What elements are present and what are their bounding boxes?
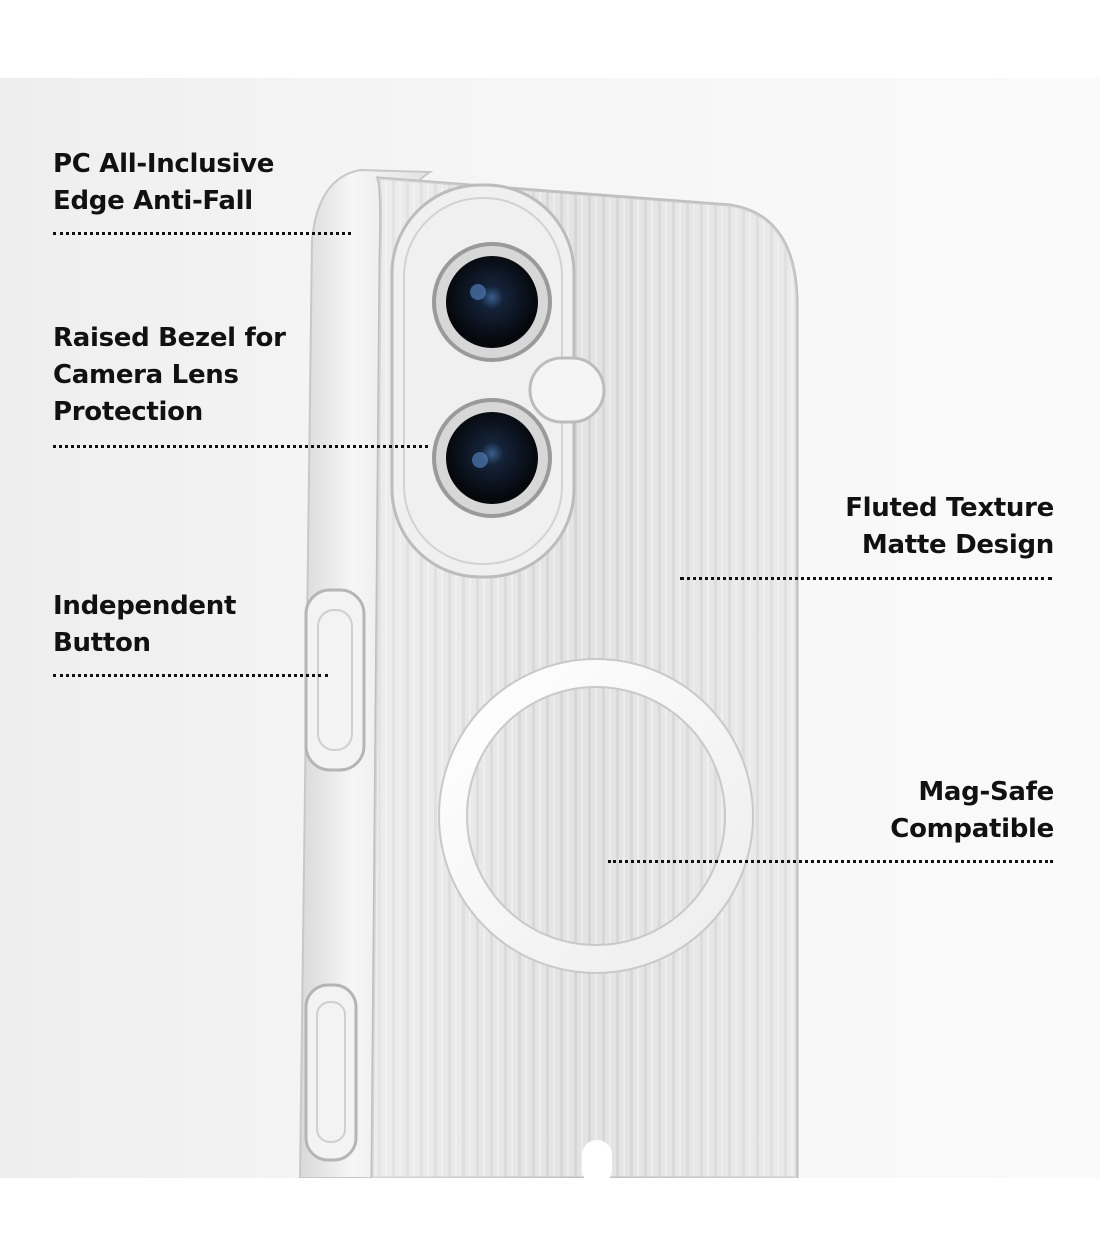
- callout-edge-leader: [53, 232, 351, 235]
- callout-button-line-2: Button: [53, 628, 151, 658]
- callout-magsafe-line-2: Compatible: [890, 814, 1054, 844]
- side-button-lower: [304, 983, 358, 1162]
- callout-magsafe-line-1: Mag-Safe: [918, 777, 1054, 807]
- callout-button-label: Independent Button: [53, 588, 236, 662]
- magsafe-ring: [439, 659, 753, 973]
- callout-edge-label: PC All-Inclusive Edge Anti-Fall: [53, 146, 274, 220]
- callout-bezel-line-1: Raised Bezel for: [53, 323, 286, 353]
- callout-edge-line-2: Edge Anti-Fall: [53, 186, 253, 216]
- callout-bezel-leader: [53, 445, 428, 448]
- callout-texture-leader: [680, 577, 1052, 580]
- callout-button-leader: [53, 674, 328, 677]
- callout-bezel-line-2: Camera Lens: [53, 360, 239, 390]
- callout-bezel-label: Raised Bezel for Camera Lens Protection: [53, 320, 286, 431]
- callout-texture-line-2: Matte Design: [861, 530, 1054, 560]
- magsafe-alignment-mark: [582, 1140, 612, 1185]
- flash-cutout: [528, 356, 606, 424]
- callout-magsafe-label: Mag-Safe Compatible: [890, 774, 1054, 848]
- side-button-upper: [304, 588, 366, 772]
- callout-bezel-line-3: Protection: [53, 397, 203, 427]
- callout-button-line-1: Independent: [53, 591, 237, 621]
- bottom-margin: [0, 1178, 1100, 1257]
- callout-texture-line-1: Fluted Texture: [845, 493, 1054, 523]
- callout-texture-label: Fluted Texture Matte Design: [845, 490, 1054, 564]
- callout-magsafe-leader: [608, 860, 1053, 863]
- callout-edge-line-1: PC All-Inclusive: [53, 149, 275, 179]
